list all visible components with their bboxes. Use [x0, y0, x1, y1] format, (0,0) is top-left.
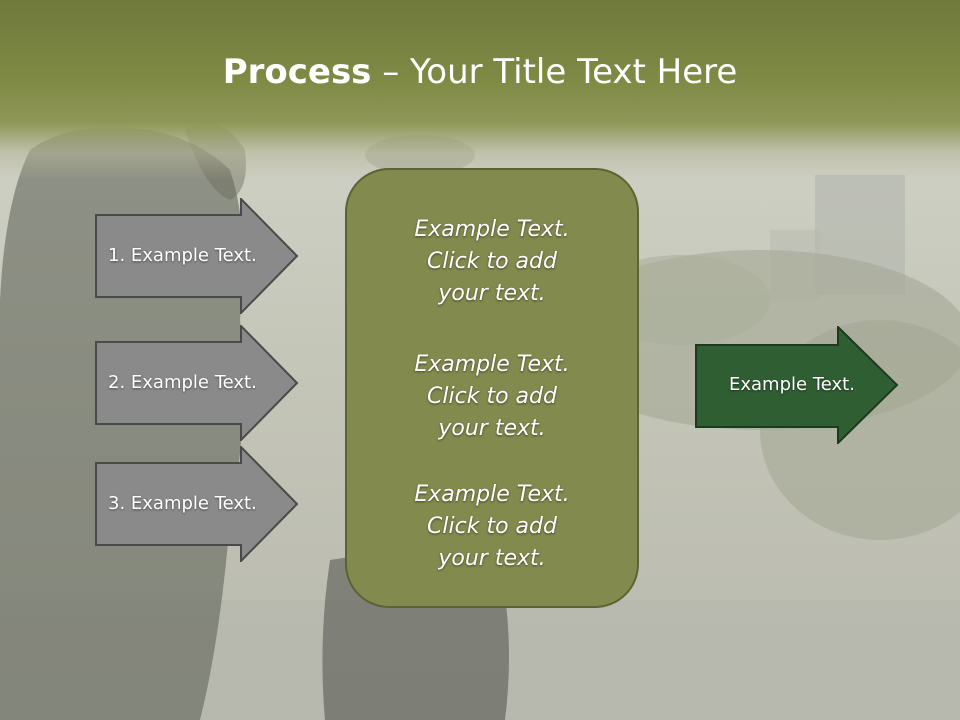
arrow-shape: [695, 326, 899, 444]
header-band: [0, 0, 960, 180]
process-text-line: your text.: [438, 546, 546, 571]
process-text-line: your text.: [438, 281, 546, 306]
process-text-line: Click to add: [427, 514, 557, 539]
input-arrow-label-1: 1. Example Text.: [108, 245, 257, 266]
arrow-shape: [95, 446, 299, 562]
arrow-shape: [95, 325, 299, 441]
arrow-shape: [95, 198, 299, 314]
process-text-line: Example Text.: [414, 482, 570, 507]
process-text-block-2: Example Text. Click to add your text.: [347, 349, 637, 445]
title-rest: – Your Title Text Here: [371, 52, 738, 92]
process-text-line: Example Text.: [414, 217, 570, 242]
process-text-block-3: Example Text. Click to add your text.: [347, 479, 637, 575]
title-strong: Process: [222, 52, 372, 92]
input-arrow-1[interactable]: 1. Example Text.: [95, 198, 299, 314]
slide-title[interactable]: Process – Your Title Text Here: [0, 52, 960, 92]
process-text-line: Click to add: [427, 384, 557, 409]
input-arrow-3[interactable]: 3. Example Text.: [95, 446, 299, 562]
input-arrow-2[interactable]: 2. Example Text.: [95, 325, 299, 441]
process-text-line: your text.: [438, 416, 546, 441]
input-arrow-label-2: 2. Example Text.: [108, 372, 257, 393]
process-text-line: Example Text.: [414, 352, 570, 377]
process-text-line: Click to add: [427, 249, 557, 274]
process-box[interactable]: Example Text. Click to add your text. Ex…: [345, 168, 639, 608]
input-arrow-label-3: 3. Example Text.: [108, 493, 257, 514]
process-text-block-1: Example Text. Click to add your text.: [347, 214, 637, 310]
output-arrow-label: Example Text.: [729, 374, 855, 395]
output-arrow[interactable]: Example Text.: [695, 326, 899, 444]
